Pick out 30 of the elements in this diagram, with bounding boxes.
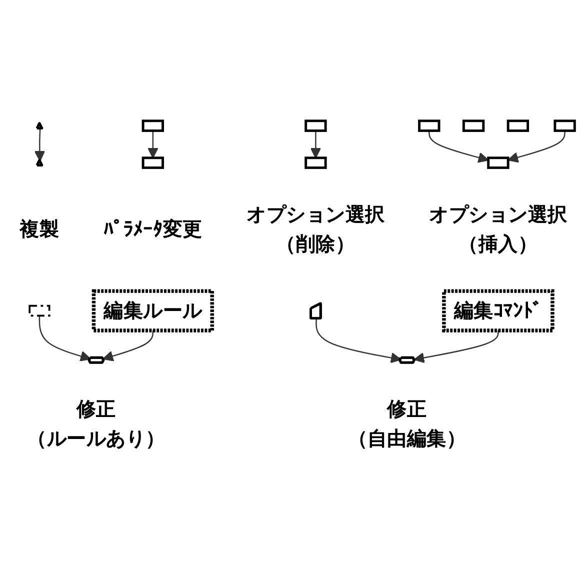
node-box [506,119,530,132]
arrow [148,130,158,158]
arrow [38,315,91,362]
node-label: （ルールあり） [27,426,166,450]
node-box [304,119,327,132]
arrow [316,318,402,363]
node-label: 修正 [387,396,427,420]
node-label: （挿入） [458,232,538,255]
node-box [142,119,164,132]
node-label: オプション選択 [429,202,568,226]
node-label: ﾊﾟﾗﾒｰﾀ変更 [104,216,202,240]
node-box [462,119,485,132]
node-box [554,119,576,132]
node-box [28,304,50,316]
node-box [487,156,510,169]
arrow [428,130,489,163]
node-label: （自由編集） [348,426,466,450]
arrow [102,330,154,362]
node-label: （削除） [276,232,356,255]
node-box: 編集ルール [92,288,214,332]
node-label: オプション選択 [246,202,385,226]
arrow [508,130,566,162]
node-label: 修正 [76,396,116,420]
node-box [418,119,440,132]
arrow [414,330,499,363]
node-box [304,156,327,169]
arrow [310,130,322,158]
arrow [34,128,46,162]
node-box [142,156,164,169]
node-box: 編集ｺﾏﾝﾄﾞ [442,288,554,332]
